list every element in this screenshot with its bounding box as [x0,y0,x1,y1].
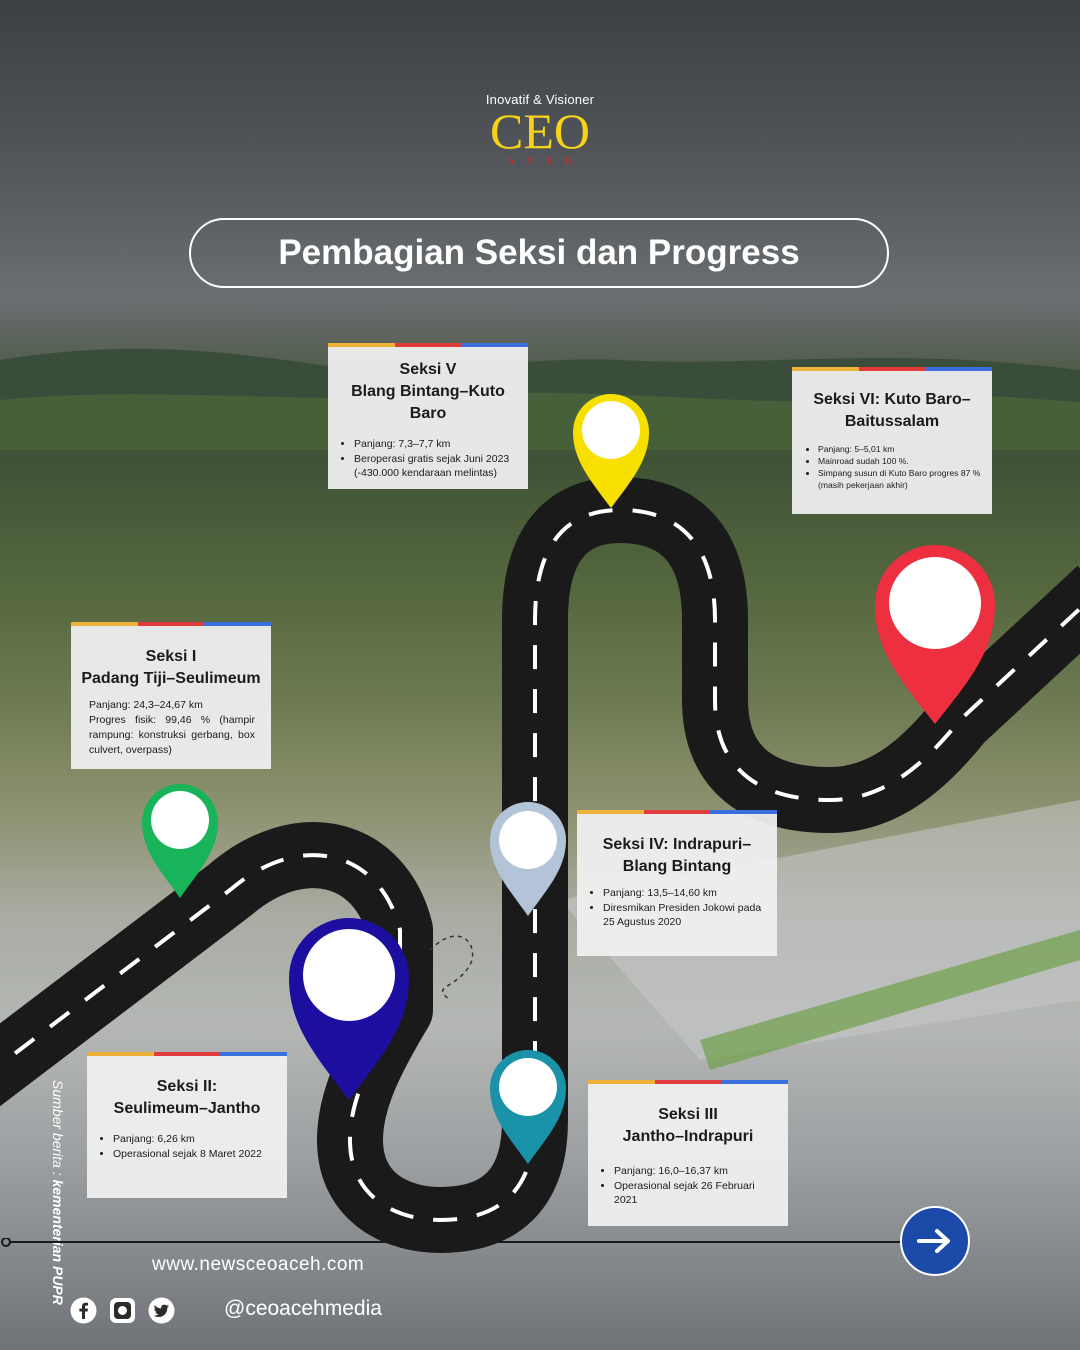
card-seksi-v: Seksi V Blang Bintang–Kuto Baro Panjang:… [328,343,529,489]
pin-seksi-v [573,394,649,508]
card-seksi-iv: Seksi IV: Indrapuri– Blang Bintang Panja… [577,810,778,956]
card-details: Panjang: 16,0–16,37 km Operasional sejak… [588,1164,788,1208]
page-title: Pembagian Seksi dan Progress [189,218,889,288]
card-details: Panjang: 6,26 km Operasional sejak 8 Mar… [87,1132,287,1161]
card-details: Panjang: 7,3–7,7 km Beroperasi gratis se… [328,437,528,481]
card-details: Panjang: 13,5–14,60 km Diresmikan Presid… [577,886,777,930]
arrow-right-icon [917,1229,950,1253]
card-title: Seksi I Padang Tiji–Seulimeum [81,648,261,687]
website-link[interactable]: www.newsceoaceh.com [152,1254,365,1275]
card-details: Panjang: 24,3–24,67 km Progres fisik: 99… [89,699,255,756]
ceo-aceh-logo: Inovatif & Visioner CEO ACEH [470,92,610,167]
pin-seksi-ii [289,918,409,1100]
logo-name: CEO [490,103,590,159]
social-handle[interactable]: @ceoacehmedia [224,1297,382,1320]
facebook-icon[interactable] [70,1297,97,1324]
pin-seksi-vi [875,545,995,724]
timeline-line [1,1238,900,1247]
logo-tagline: Inovatif & Visioner [485,92,595,107]
instagram-icon[interactable] [109,1297,136,1324]
road-dashes [0,507,1080,1223]
next-button[interactable] [900,1206,970,1276]
card-title: Seksi V Blang Bintang–Kuto Baro [351,361,505,422]
page-title-text: Pembagian Seksi dan Progress [278,233,800,272]
card-seksi-ii: Seksi II: Seulimeum–Jantho Panjang: 6,26… [87,1052,288,1198]
pin-seksi-i [142,784,218,898]
card-details: Panjang: 5–5,01 km Mainroad sudah 100 %.… [792,443,992,491]
card-title: Seksi III Jantho–Indrapuri [622,1106,754,1145]
card-title: Seksi IV: Indrapuri– Blang Bintang [602,836,752,875]
card-seksi-iii: Seksi III Jantho–Indrapuri Panjang: 16,0… [588,1080,789,1226]
social-icons [70,1297,175,1324]
card-seksi-vi: Seksi VI: Kuto Baro– Baitussalam Panjang… [792,367,993,514]
pin-seksi-iii [490,1050,566,1164]
source-label: Sumber berita : [50,1080,66,1176]
twitter-icon[interactable] [148,1297,175,1324]
card-title: Seksi II: Seulimeum–Jantho [113,1078,261,1117]
pin-seksi-iv [490,802,566,916]
card-title: Seksi VI: Kuto Baro– Baitussalam [813,391,971,430]
card-seksi-i: Seksi I Padang Tiji–Seulimeum Panjang: 2… [71,622,272,769]
logo-subname: ACEH [507,155,585,167]
